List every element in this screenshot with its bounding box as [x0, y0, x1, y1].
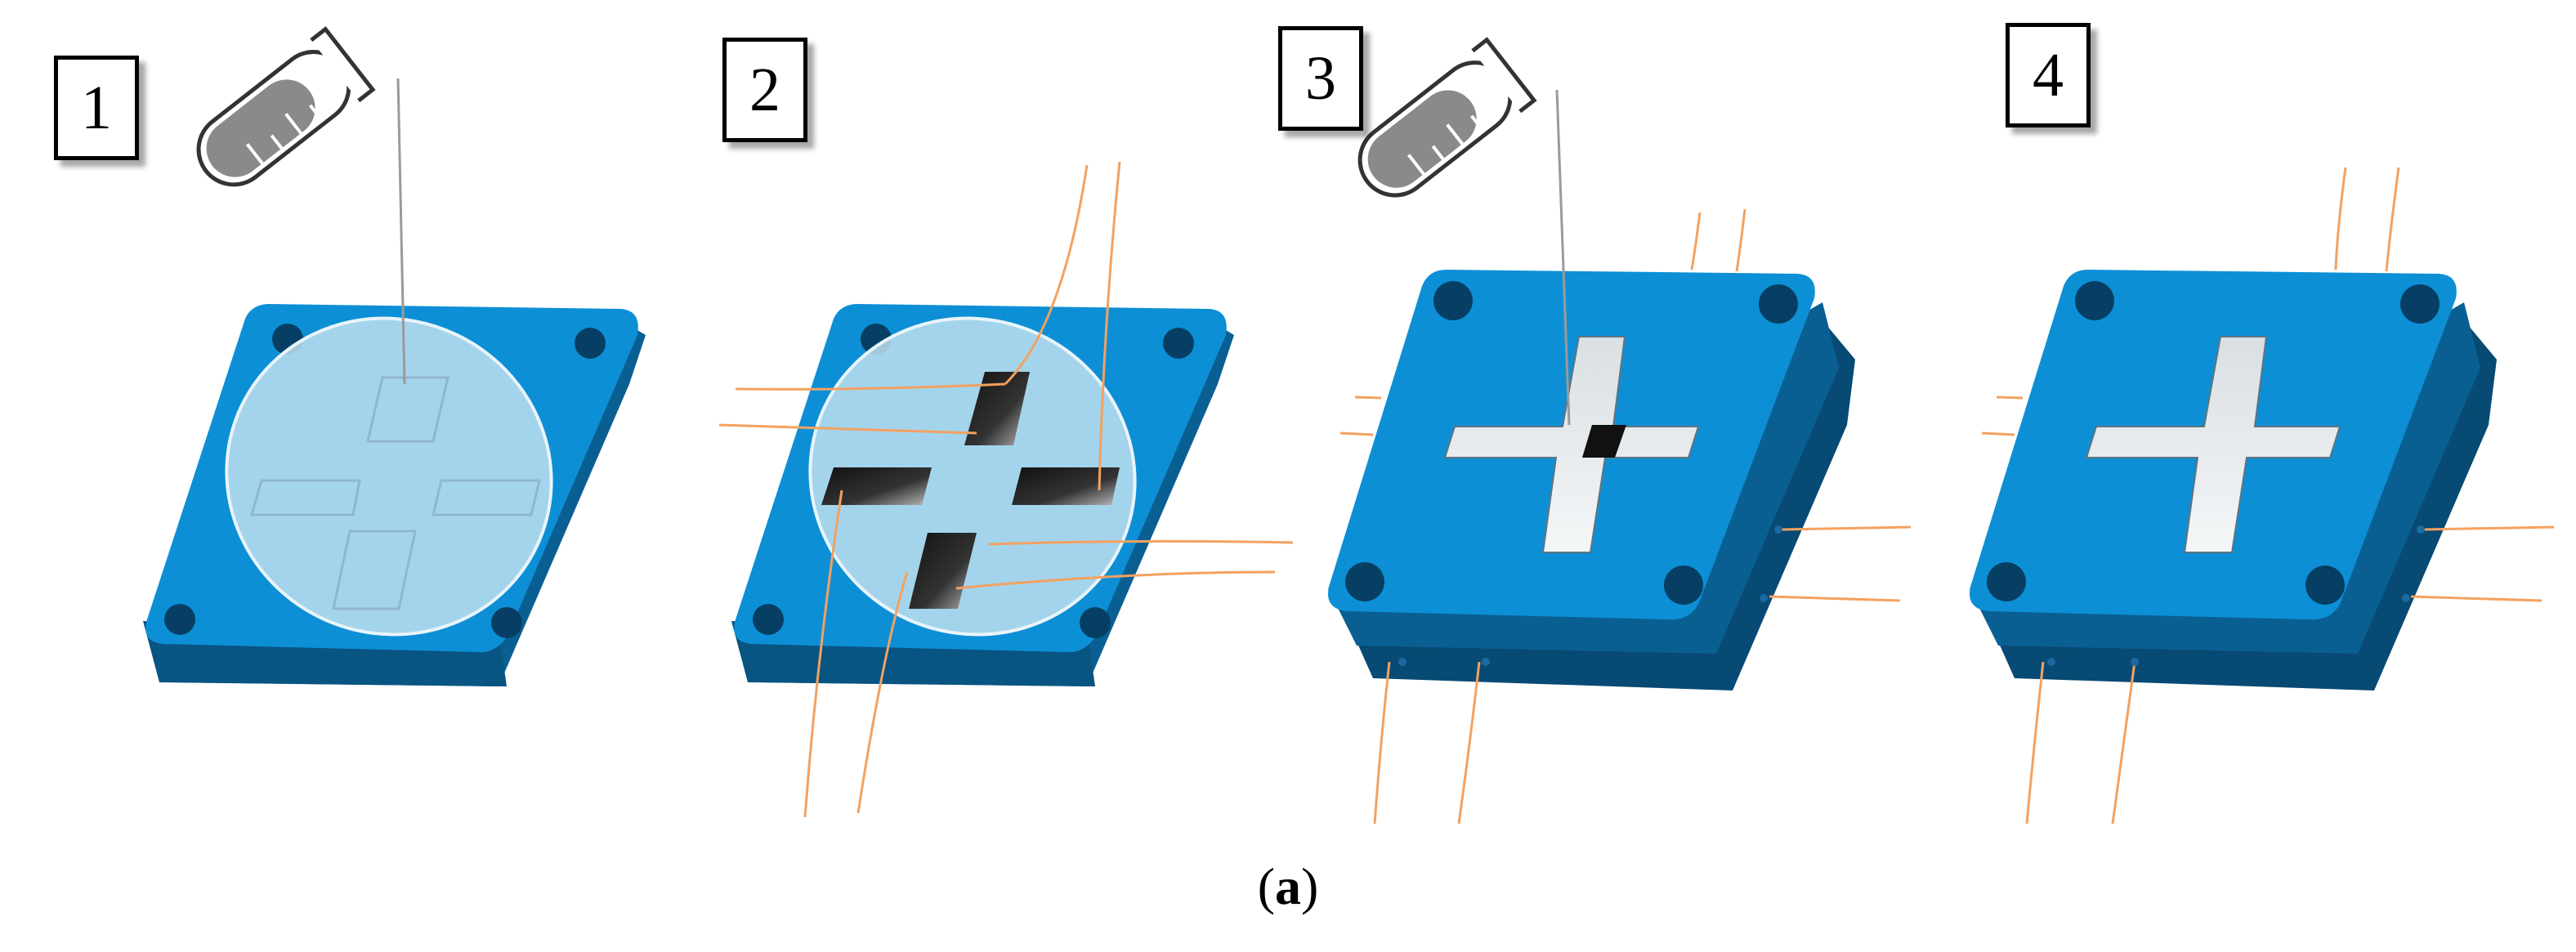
- resin-disc: [225, 316, 553, 637]
- step-1-mold: [143, 304, 646, 686]
- mounting-hole: [2305, 565, 2345, 605]
- figure-caption: (a): [0, 856, 2576, 917]
- mounting-hole: [1080, 607, 1111, 638]
- mounting-hole: [2400, 284, 2440, 324]
- mounting-hole: [1163, 328, 1194, 359]
- pouring-tube: [1357, 37, 1571, 426]
- mounting-hole: [1759, 284, 1798, 324]
- mounting-hole: [491, 607, 522, 638]
- caption-close: ): [1301, 857, 1319, 915]
- resin-stream: [1555, 89, 1571, 426]
- wire-ports: [1398, 525, 1782, 666]
- caption-open: (: [1257, 857, 1275, 915]
- mounting-hole: [1345, 562, 1384, 601]
- lead-wires: [1981, 167, 2555, 825]
- mounting-hole: [2075, 281, 2114, 320]
- mounting-hole: [164, 604, 195, 635]
- step-4-label: 4: [2006, 23, 2091, 127]
- cross-cavity-outline: [250, 376, 541, 610]
- sensor-chip: [1582, 425, 1626, 458]
- step-2-number: 2: [749, 55, 780, 124]
- step-1-number: 1: [81, 73, 112, 142]
- mounting-hole: [1664, 565, 1703, 605]
- lead-wires: [1339, 208, 1912, 825]
- mounting-hole: [753, 604, 784, 635]
- wire-ports: [2047, 525, 2425, 666]
- step-3-number: 3: [1305, 43, 1336, 113]
- sensor-chip: [909, 533, 977, 609]
- step-2-label: 2: [722, 38, 807, 142]
- sensor-chip: [1012, 467, 1120, 505]
- mounting-hole: [575, 328, 606, 359]
- mounting-hole: [1987, 562, 2026, 601]
- step-3-mold: [1328, 208, 1912, 825]
- step-4-number: 4: [2033, 40, 2064, 110]
- caption-letter: a: [1275, 857, 1301, 915]
- sensor-chip: [821, 467, 932, 505]
- pouring-tube: [196, 26, 406, 385]
- mounting-hole: [1433, 281, 1473, 320]
- sensor-chip: [964, 372, 1030, 445]
- step-2-mold: [718, 161, 1294, 818]
- resin-stream: [396, 78, 406, 385]
- step-1-label: 1: [54, 56, 139, 160]
- cross-cavity: [2085, 336, 2341, 553]
- step-4-mold: [1970, 167, 2555, 825]
- step-3-label: 3: [1278, 26, 1363, 131]
- lead-wires: [718, 161, 1294, 818]
